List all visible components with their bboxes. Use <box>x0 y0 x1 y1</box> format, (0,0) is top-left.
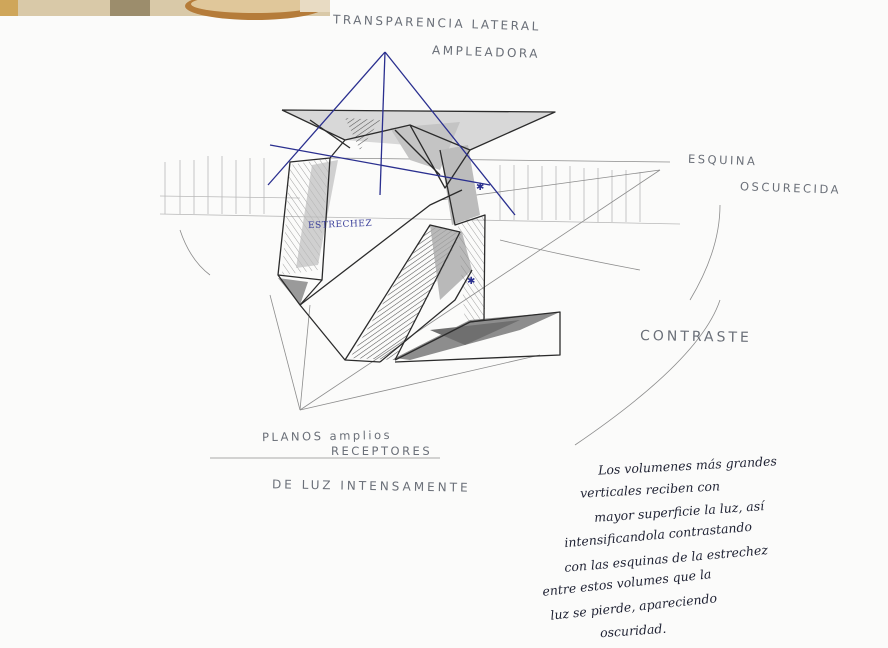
label-planos-line-1: PLANOS amplios <box>262 428 392 444</box>
label-contraste: CONTRASTE <box>640 328 752 346</box>
photo-edge <box>0 0 330 20</box>
label-planos-line-2: RECEPTORES <box>331 444 432 458</box>
shaded-planes <box>278 110 560 360</box>
label-esquina-line-1: ESQUINA <box>688 152 758 168</box>
horizon-grid <box>160 156 680 224</box>
svg-text:✱: ✱ <box>467 276 475 287</box>
svg-text:✱: ✱ <box>476 182 484 193</box>
